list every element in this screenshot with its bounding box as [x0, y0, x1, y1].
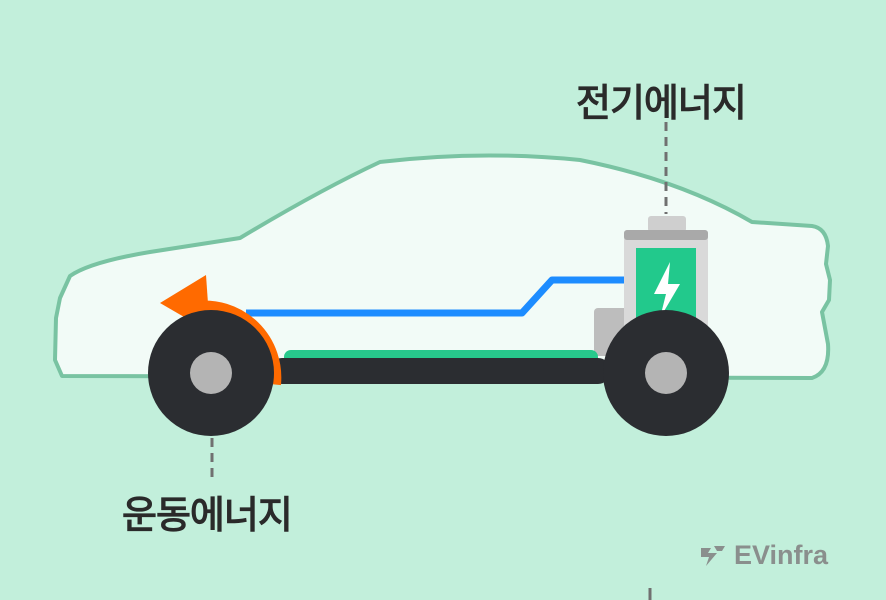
kinetic-energy-label: 운동에너지: [122, 493, 293, 537]
power-line: [246, 276, 632, 317]
evinfra-logo-icon: [701, 545, 725, 566]
rear-wheel: [603, 310, 729, 436]
brand-name: EVinfra: [734, 540, 829, 570]
front-wheel: [148, 310, 274, 436]
brand-logo: EVinfra: [698, 540, 828, 571]
lightning-bolt-icon: [654, 262, 680, 318]
electric-energy-label: 전기에너지: [576, 81, 747, 125]
chassis-bar: [270, 358, 610, 384]
